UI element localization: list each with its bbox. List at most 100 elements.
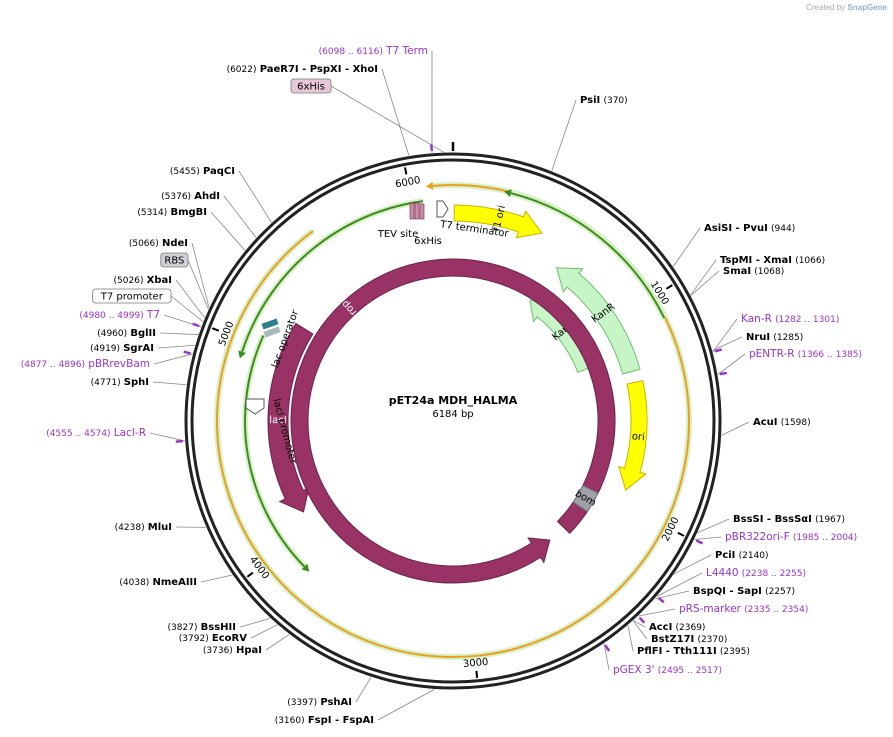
site-coord: (1598) xyxy=(781,418,811,428)
site-coord: (1282 .. 1301) xyxy=(775,315,839,325)
orf-arc xyxy=(244,335,306,568)
site-coord: (2257) xyxy=(765,587,795,597)
site-label: (4980 .. 4999) T7 xyxy=(79,309,160,321)
site-label: AsiSI - PvuI (944) xyxy=(704,223,795,234)
site-name: BssHII xyxy=(201,622,236,633)
label-leader xyxy=(717,353,746,375)
site-label: (6022) PaeR7I - PspXI - XhoI xyxy=(227,64,378,75)
site-name: L4440 xyxy=(706,567,739,579)
site-name: MluI xyxy=(148,522,172,533)
his-glyph xyxy=(414,202,420,220)
site-name: AccI xyxy=(649,622,672,633)
primer-mark xyxy=(714,348,722,353)
label-leader xyxy=(238,170,272,223)
site-name: T7 xyxy=(146,309,160,321)
site-coord: (3792) xyxy=(179,634,209,644)
site-name: Kan-R xyxy=(741,313,772,325)
site-name: pRS-marker xyxy=(679,603,742,615)
site-name: SmaI xyxy=(723,266,751,277)
site-name: pBRrevBam xyxy=(88,358,150,370)
labels-layer: PsiI (370) AsiSI - PvuI (944) TspMI - XmaI… xyxy=(21,45,862,726)
site-name: HpaI xyxy=(236,645,262,656)
primer-mark xyxy=(719,371,728,376)
site-label: AcuI (1598) xyxy=(753,417,811,428)
label-leader xyxy=(377,689,435,721)
label-leader xyxy=(712,336,743,351)
feature-label: ori xyxy=(631,431,645,443)
site-label: TspMI - XmaI (1066) xyxy=(720,255,825,266)
site-coord: (1068) xyxy=(754,267,784,277)
boxed-label-box xyxy=(160,252,189,268)
label-leader xyxy=(159,332,199,335)
site-name: NmeAIII xyxy=(153,577,197,588)
site-coord: (2495 .. 2517) xyxy=(658,666,722,676)
laci-promoter-glyph xyxy=(245,398,265,415)
backbone-outer xyxy=(184,152,722,690)
site-coord: (5455) xyxy=(170,167,200,177)
label-leader xyxy=(191,242,210,308)
inner-arcs-layer xyxy=(214,181,692,661)
site-label: BstZ17I (2370) xyxy=(651,634,727,645)
label-leader xyxy=(656,572,703,597)
label-leader xyxy=(355,676,372,703)
lac-operator-glyph xyxy=(261,318,279,330)
site-coord: (4771) xyxy=(91,378,121,388)
site-coord: (3827) xyxy=(168,623,198,633)
label-leader xyxy=(250,624,278,639)
site-label: pGEX 3' (2495 .. 2517) xyxy=(613,664,722,676)
site-name: AsiSI - PvuI xyxy=(704,223,768,234)
site-name: pENTR-R xyxy=(749,348,795,360)
site-name: LacI-R xyxy=(114,427,146,439)
label-leader xyxy=(157,344,195,349)
site-name: BglII xyxy=(130,328,156,339)
site-name: PaeR7I - PspXI - XhoI xyxy=(260,64,378,75)
site-label: (3827) BssHII xyxy=(168,622,236,633)
site-label: PciI (2140) xyxy=(715,550,769,561)
credit-brand: SnapGene xyxy=(847,3,887,12)
site-label: SmaI (1068) xyxy=(723,266,784,277)
label-leader xyxy=(149,432,185,442)
tick-mark xyxy=(677,531,685,537)
site-label: (4555 .. 4574) LacI-R xyxy=(46,427,146,439)
site-name: TspMI - XmaI xyxy=(720,255,792,266)
feature-label: lacI xyxy=(269,415,286,426)
site-coord: (5066) xyxy=(129,239,159,249)
boxed-label: T7 promoter xyxy=(100,292,164,303)
site-coord: (2335 .. 2354) xyxy=(744,605,808,615)
site-name: pGEX 3' xyxy=(613,664,655,676)
site-coord: (5376) xyxy=(161,192,191,202)
site-coord: (4960) xyxy=(97,329,127,339)
label-leader xyxy=(170,295,204,323)
site-name: AhdI xyxy=(194,191,220,202)
site-name: SgrAI xyxy=(123,343,154,354)
label-leader xyxy=(694,536,722,540)
site-coord: (5026) xyxy=(114,276,144,286)
plasmid-size: 6184 bp xyxy=(432,409,473,420)
label-leader xyxy=(200,574,233,583)
site-label: (3160) FspI - FspAI xyxy=(275,715,374,726)
credit-prefix: Created by xyxy=(806,3,846,12)
site-label: (4960) BglII xyxy=(97,328,156,339)
tick-mark xyxy=(475,670,479,678)
label-leader xyxy=(210,211,246,251)
site-label: (5314) BmgBI xyxy=(137,207,207,218)
label-leader xyxy=(239,618,271,628)
primer-mark xyxy=(657,596,665,604)
site-coord: (4038) xyxy=(119,578,149,588)
site-coord: (2395) xyxy=(720,647,750,657)
site-label: pENTR-R (1366 .. 1385) xyxy=(749,348,862,360)
label-leader xyxy=(697,518,730,533)
site-label: pRS-marker (2335 .. 2354) xyxy=(679,603,808,615)
site-coord: (3736) xyxy=(203,646,233,656)
plasmid-title: pET24a MDH_HALMA xyxy=(389,394,518,407)
feature-arrow-bom xyxy=(572,484,599,513)
label-leader xyxy=(551,99,577,171)
primer-mark xyxy=(183,350,191,355)
label-leader xyxy=(672,227,701,267)
small-feature-label: TEV site xyxy=(377,229,419,240)
primer-mark xyxy=(638,616,646,624)
label-leader xyxy=(152,381,187,386)
site-label: PsiI (370) xyxy=(580,95,628,106)
site-label: BssSI - BssSαI (1967) xyxy=(733,514,845,525)
label-leader xyxy=(223,195,257,238)
